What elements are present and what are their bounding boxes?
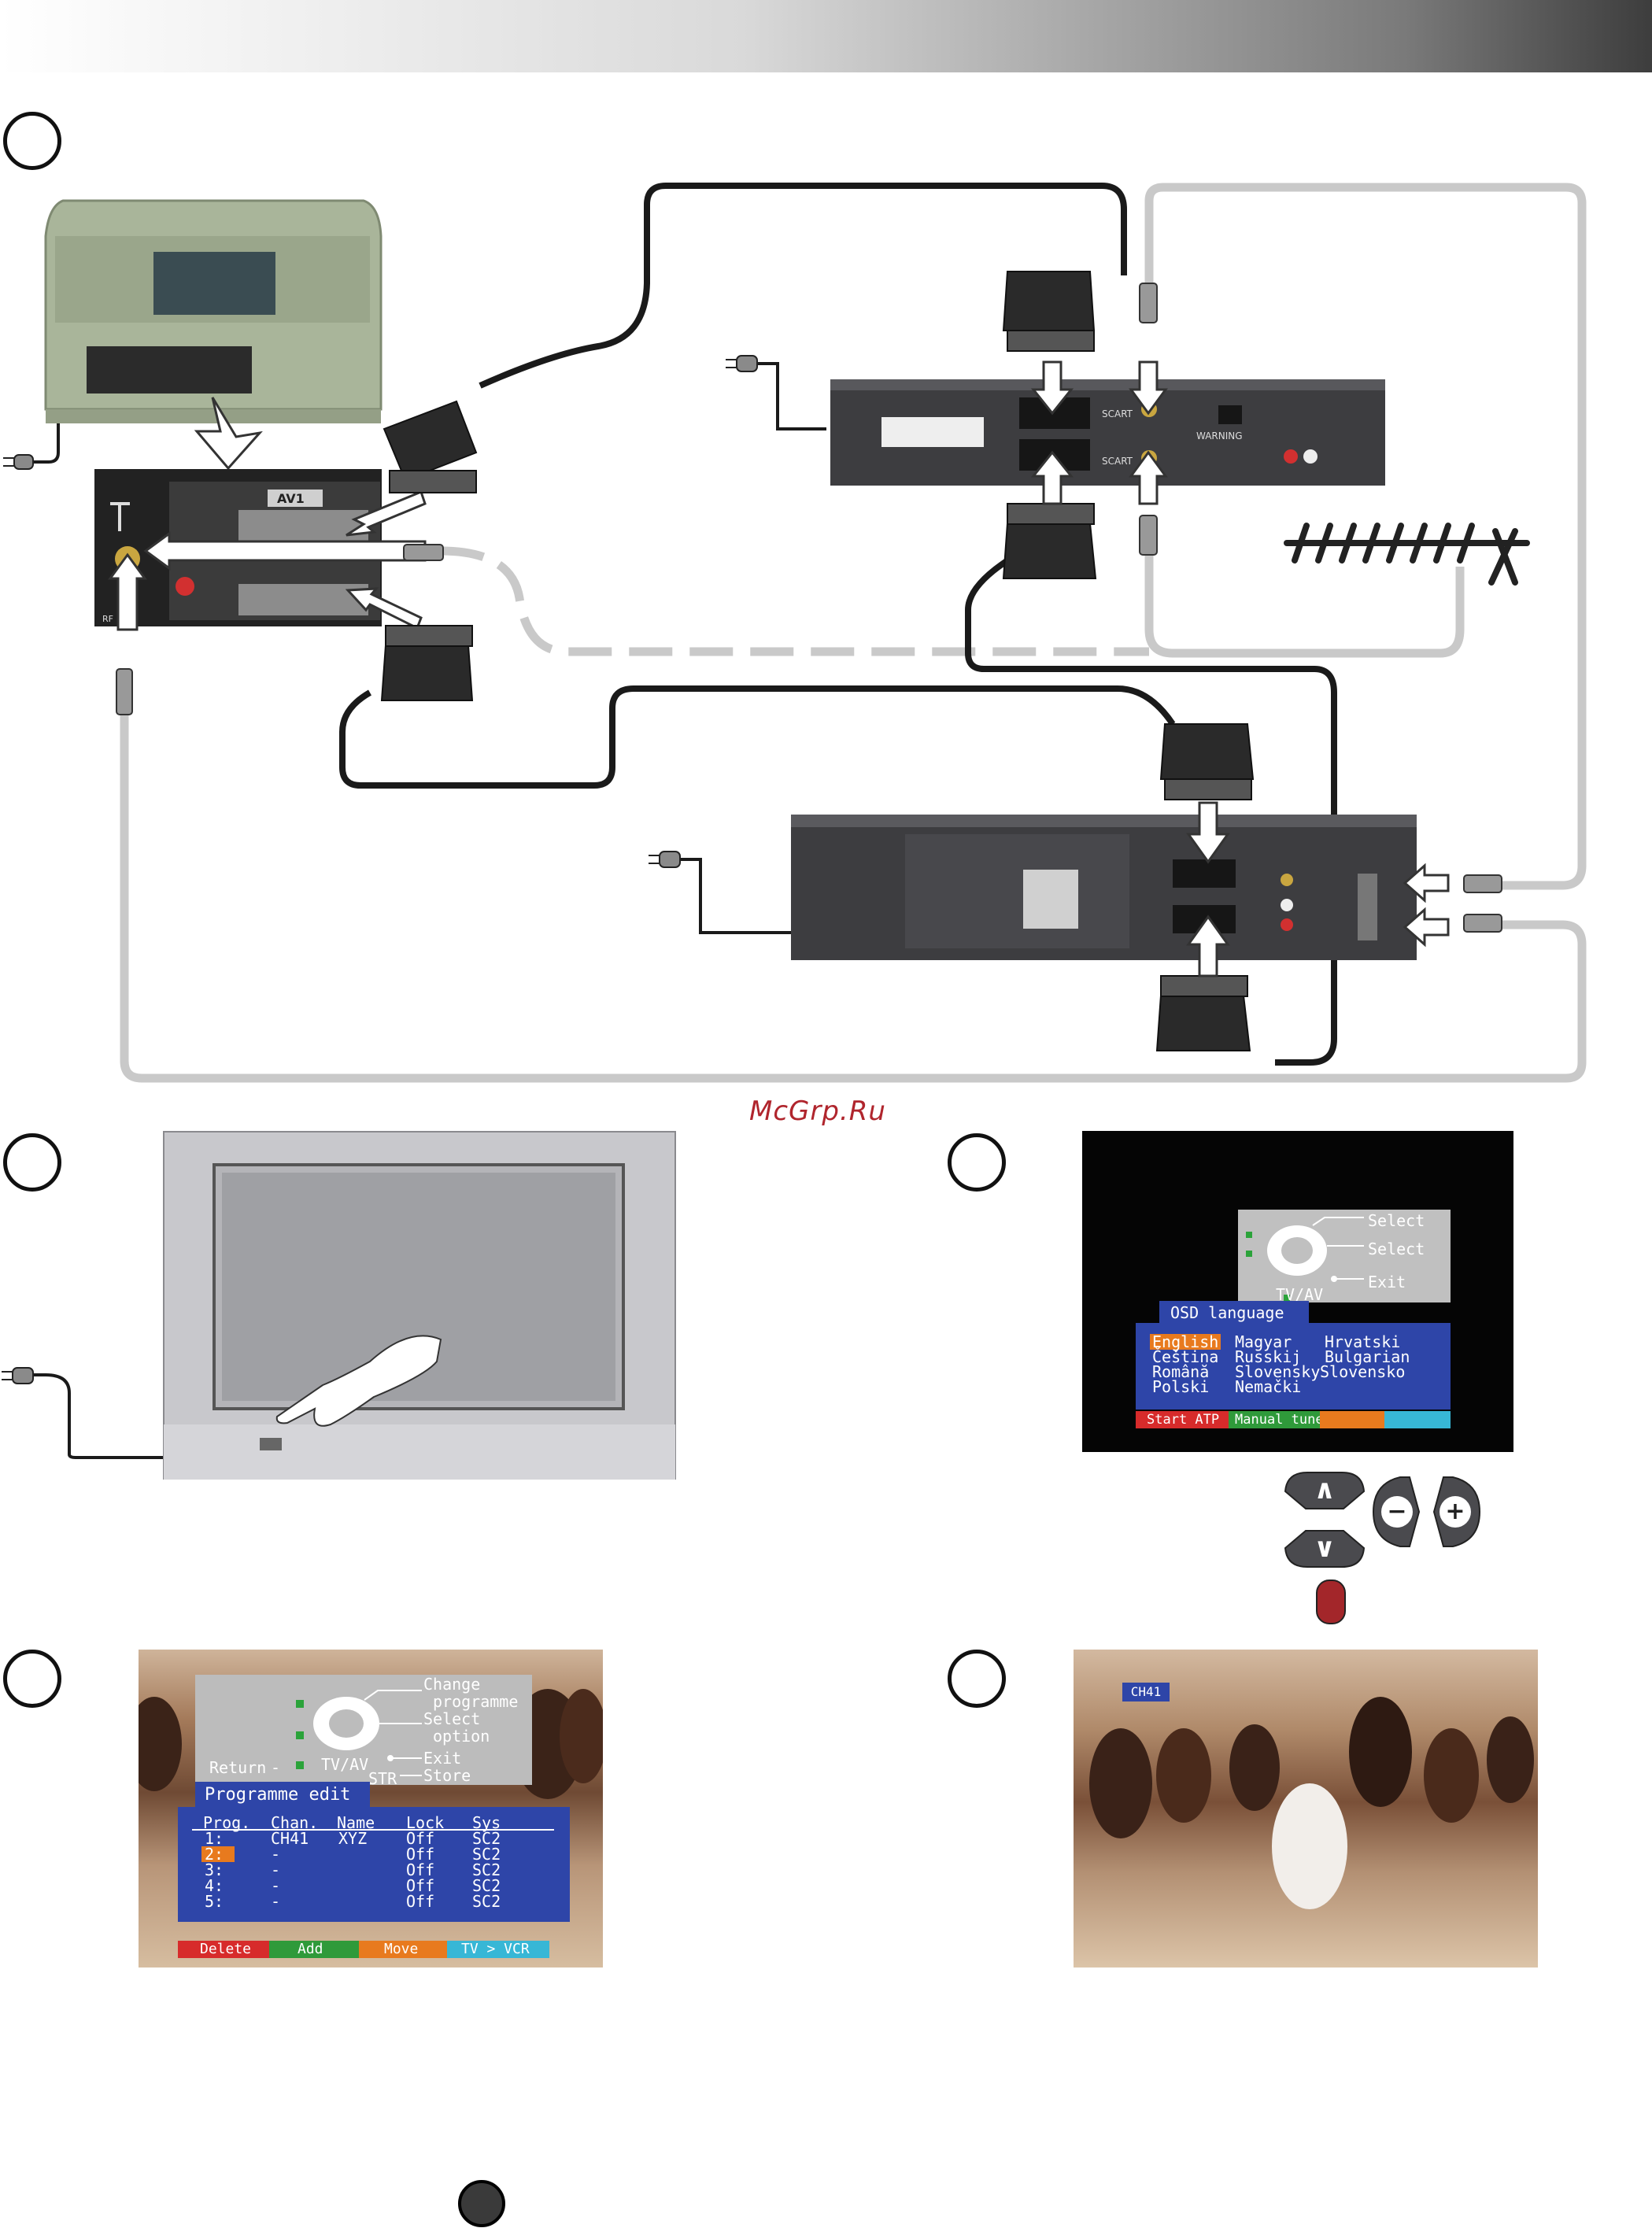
help-select-2: Select: [1368, 1240, 1425, 1258]
help-exit: Exit: [423, 1749, 462, 1768]
up-icon[interactable]: ∧: [1314, 1474, 1336, 1506]
help-str: STR: [368, 1769, 397, 1788]
header-bar: [0, 0, 1652, 72]
crt-tv-rear: [44, 199, 383, 423]
footer-red-delete[interactable]: Delete: [178, 1941, 269, 1958]
up-button: [1284, 1472, 1366, 1509]
mains-plug-icon: [3, 355, 758, 868]
column-header: Sys: [472, 1813, 501, 1832]
down-icon[interactable]: ∨: [1314, 1532, 1336, 1564]
help-option: option: [433, 1727, 490, 1746]
horse-herd-image: [1089, 1697, 1534, 1909]
language-item[interactable]: Čeština: [1152, 1347, 1219, 1366]
step-circle-1: [3, 112, 61, 170]
footer-red-start-atp[interactable]: Start ATP: [1136, 1411, 1229, 1428]
help-change: Change: [423, 1675, 481, 1694]
red-button: [1316, 1580, 1346, 1624]
language-item[interactable]: Magyar: [1235, 1332, 1292, 1351]
down-button: [1284, 1530, 1366, 1568]
footer-yellow-move[interactable]: Move: [359, 1941, 447, 1958]
help-programme: programme: [433, 1692, 519, 1711]
scart-plug-icon: [380, 271, 1255, 1051]
osd-footer: Delete Add Move TV > VCR: [178, 1941, 570, 1958]
step-circle-4: [3, 1650, 61, 1708]
column-header: Lock: [406, 1813, 445, 1832]
programme-edit-title: Programme edit: [195, 1782, 370, 1809]
page-number-dot: [458, 2180, 505, 2227]
help-panel: Change programme Select option Exit Stor…: [195, 1675, 532, 1788]
language-list: English Magyar Hrvatski Čeština Russkij …: [1136, 1323, 1451, 1410]
language-item[interactable]: Bulgarian: [1325, 1347, 1410, 1366]
help-panel: Select Select Exit TV/AV: [1238, 1210, 1451, 1302]
watermark: McGrp.Ru: [749, 1096, 886, 1127]
language-item[interactable]: Nemački: [1235, 1377, 1302, 1396]
column-header: Prog.: [203, 1813, 251, 1832]
step-circle-3: [948, 1133, 1006, 1192]
satellite-receiver: SCART SCART WARNING: [830, 379, 1385, 486]
channel-badge: CH41: [1122, 1683, 1170, 1701]
osd-footer: Start ATP Manual tune: [1136, 1411, 1451, 1428]
help-select: Select: [423, 1709, 481, 1728]
help-select-1: Select: [1368, 1211, 1425, 1230]
osd-title: OSD language: [1159, 1301, 1309, 1325]
programme-table: Prog. Chan. Name Lock Sys 1: CH41 XYZ Of…: [178, 1807, 570, 1922]
programme-edit-screen: Change programme Select option Exit Stor…: [139, 1650, 603, 1968]
footer-blue-tv-vcr[interactable]: TV > VCR: [447, 1941, 549, 1958]
column-header: Chan.: [271, 1813, 319, 1832]
channel-screen: CH41: [1074, 1650, 1538, 1968]
rf-plug-icon: [116, 283, 1502, 933]
remote-buttons: ∧ ∨ − +: [1279, 1468, 1515, 1633]
help-tv-av: TV/AV: [1276, 1285, 1324, 1304]
footer-yellow[interactable]: [1320, 1411, 1384, 1428]
svg-text:WARNING: WARNING: [1196, 430, 1243, 442]
column-header: Name: [337, 1813, 375, 1832]
help-exit: Exit: [1368, 1273, 1406, 1291]
av1-label: AV1: [277, 491, 305, 506]
footer-green-manual-tune[interactable]: Manual tune: [1229, 1411, 1324, 1428]
language-item[interactable]: Slovensko: [1320, 1362, 1406, 1381]
aerial-icon: [1284, 523, 1530, 586]
minus-icon[interactable]: −: [1381, 1496, 1413, 1528]
help-tv-av: TV/AV: [321, 1755, 369, 1774]
svg-text:SCART: SCART: [1102, 456, 1133, 467]
language-item[interactable]: Polski: [1152, 1377, 1210, 1396]
footer-green-add[interactable]: Add: [269, 1941, 359, 1958]
connection-diagram: AV1 RF 1042 SCART SCART WARNING: [3, 183, 1587, 1083]
language-item[interactable]: Hrvatski: [1325, 1332, 1401, 1351]
flat-tv-illustration: [2, 1131, 676, 1480]
plus-icon[interactable]: +: [1439, 1496, 1471, 1528]
language-item-selected[interactable]: English: [1150, 1334, 1221, 1350]
help-store: Store: [423, 1766, 471, 1785]
footer-blue[interactable]: [1384, 1411, 1451, 1428]
vcr: [791, 815, 1417, 960]
step-circle-5: [948, 1650, 1006, 1708]
help-return: Return: [209, 1758, 267, 1777]
language-item[interactable]: Română: [1152, 1362, 1210, 1381]
step-circle-2: [3, 1133, 61, 1192]
svg-text:SCART: SCART: [1102, 408, 1133, 419]
language-item[interactable]: Russkij: [1235, 1347, 1302, 1366]
osd-language-screen: Select Select Exit TV/AV OSD language En…: [1082, 1131, 1513, 1452]
language-item[interactable]: Slovensky: [1235, 1362, 1321, 1381]
